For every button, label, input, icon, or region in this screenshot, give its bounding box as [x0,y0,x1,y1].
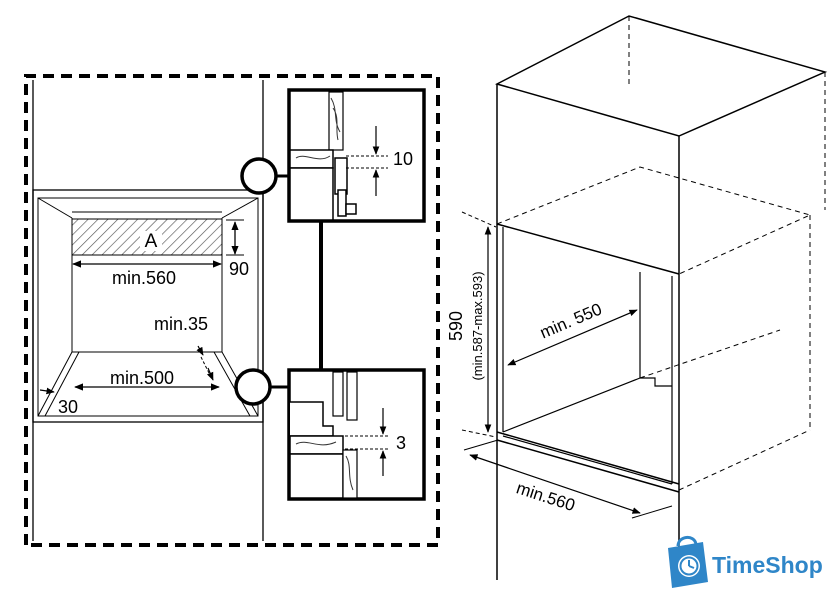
dim-90-label: 90 [229,259,249,279]
clock-bag-icon [668,536,708,588]
dim-590-label: 590 [446,311,466,341]
cabinet-front-view: A 90 min.560 min.35 min.500 30 [24,74,440,547]
dim-min500-label: min.500 [110,368,174,388]
timeshop-logo: TimeShop [668,536,823,588]
logo-text: TimeShop [712,552,823,578]
dim-30-label: 30 [58,397,78,417]
dim-min550-label: min. 550 [537,299,604,342]
detail-bottom-gap: 3 [287,368,426,501]
label-a: A [145,231,158,252]
dim-min560-side-label: min.560 [514,478,577,515]
detail-top-gap: 10 [287,88,426,223]
dim-3-label: 3 [396,433,406,453]
dim-10-label: 10 [393,149,413,169]
dim-min35-label: min.35 [154,314,208,334]
dim-min560-front-label: min.560 [112,268,176,288]
cabinet-perspective-view: 590 (min.587-max.593) min. 550 min.560 [446,15,828,580]
dim-590-range-label: (min.587-max.593) [470,271,485,380]
